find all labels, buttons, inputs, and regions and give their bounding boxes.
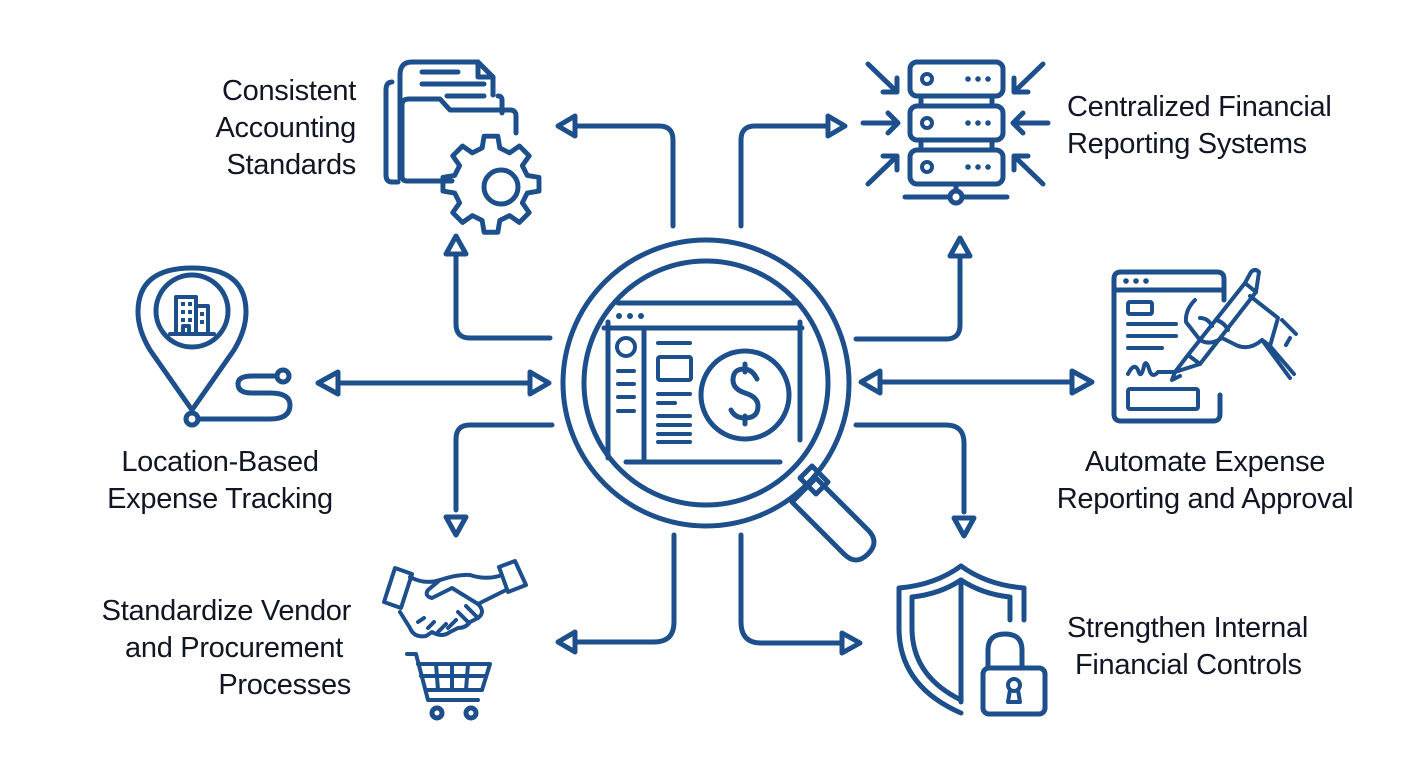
magnifier-dashboard-dollar-icon <box>560 237 877 563</box>
connector-bottom-left <box>443 422 677 655</box>
label-line: Expense Tracking <box>107 483 333 515</box>
server-stack-icon <box>860 59 1051 206</box>
label-line: Reporting and Approval <box>1056 483 1354 515</box>
connector-top-left <box>443 113 676 341</box>
label-line: Standardize Vendor <box>101 595 352 627</box>
label-line: Consistent <box>221 75 356 107</box>
signing-document-icon <box>1111 268 1298 424</box>
connector-bottom-right <box>738 422 977 656</box>
connector-right-bidirectional <box>858 368 1095 396</box>
shield-lock-icon <box>896 563 1048 717</box>
label-line: Accounting <box>215 112 357 144</box>
location-pin-building-icon <box>135 265 293 428</box>
handshake-cart-icon <box>382 559 528 721</box>
label-location-based-expense-tracking: Location-Based Expense Tracking <box>80 444 360 518</box>
connector-top-right <box>738 113 973 342</box>
label-line: Reporting Systems <box>1067 128 1307 160</box>
connector-left-bidirectional <box>315 369 552 397</box>
label-strengthen-internal-controls: Strengthen Internal Financial Controls <box>1067 610 1308 684</box>
label-line: Automate Expense <box>1084 446 1326 478</box>
label-line: Processes <box>218 669 351 701</box>
label-line: Financial Controls <box>1075 649 1302 681</box>
label-line: Standards <box>226 149 357 181</box>
label-consistent-accounting-standards: Consistent Accounting Standards <box>216 73 357 184</box>
folder-gear-icon <box>383 59 542 235</box>
label-line: Strengthen Internal <box>1067 612 1308 644</box>
label-automate-expense-reporting: Automate Expense Reporting and Approval <box>1020 444 1390 518</box>
label-line: Centralized Financial <box>1067 91 1332 123</box>
label-standardize-vendor-procurement: Standardize Vendor and Procurement Proce… <box>101 593 352 704</box>
label-line: Location-Based <box>121 446 319 478</box>
label-line: and Procurement <box>125 632 343 664</box>
label-centralized-financial-reporting: Centralized Financial Reporting Systems <box>1067 89 1332 163</box>
